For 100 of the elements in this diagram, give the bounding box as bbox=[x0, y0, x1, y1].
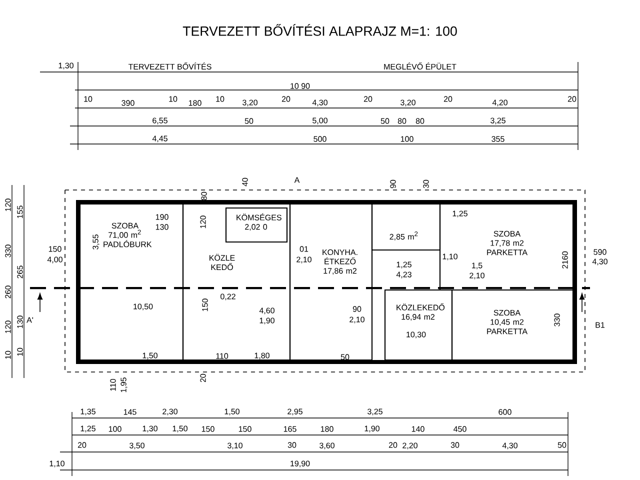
dimension-text: 1,25 bbox=[80, 426, 96, 432]
dimension-text: 30 bbox=[423, 180, 429, 188]
dimension-text: 2,10 bbox=[470, 272, 484, 280]
dimension-text: 590 bbox=[594, 249, 606, 255]
dimension-text: 390 bbox=[122, 100, 134, 106]
dimension-text: 2,10 bbox=[296, 256, 312, 264]
dimension-text: 1,50 bbox=[172, 426, 188, 432]
section-heading: TERVEZETT BŐVÍTÉS bbox=[128, 62, 212, 70]
dimension-text: 2160 bbox=[562, 251, 568, 268]
dimension-text: 4,30 bbox=[502, 442, 518, 450]
dimension-text: 165 bbox=[284, 426, 296, 432]
dimension-text: 140 bbox=[412, 426, 424, 432]
dimension-text: 10,30 bbox=[406, 332, 426, 338]
dimension-text: 10,50 bbox=[134, 304, 153, 310]
dimension-text: 145 bbox=[124, 409, 136, 415]
dimension-text: 01 bbox=[300, 246, 308, 252]
dimension-text: 110 bbox=[216, 353, 228, 359]
dimension-text: 1,5 bbox=[472, 262, 482, 270]
dimension-text: 10 bbox=[5, 350, 11, 359]
dimension-text: 1,30 bbox=[58, 62, 74, 70]
dimension-text: 10 bbox=[169, 96, 178, 102]
dimension-text: 330 bbox=[554, 314, 560, 326]
dimension-text: 3,25 bbox=[490, 118, 506, 124]
dimension-text: 40 bbox=[242, 178, 248, 186]
dimension-text: 30 bbox=[450, 442, 460, 448]
dimension-text: 2,10 bbox=[350, 316, 364, 324]
dimension-text: 130 bbox=[17, 316, 23, 328]
dimension-text: 150 bbox=[48, 246, 62, 252]
dimension-text: 500 bbox=[314, 136, 326, 142]
dimension-text: 1,35 bbox=[80, 408, 96, 416]
dimension-text: 260 bbox=[5, 286, 11, 298]
dimension-text: 1,30 bbox=[142, 426, 158, 432]
dimension-text: 180 bbox=[320, 426, 334, 432]
dimension-text: 3,55 bbox=[92, 234, 100, 250]
dimension-text: 2,95 bbox=[288, 408, 302, 416]
dimension-text: 4,23 bbox=[396, 272, 412, 278]
dimension-text: 6,55 bbox=[152, 118, 168, 124]
room: KÖMSÉGES 2,02 0 bbox=[225, 207, 288, 243]
dimension-text: 20 bbox=[78, 442, 86, 448]
dimension-text: 4,00 bbox=[47, 256, 62, 264]
dimension-text: 3,60 bbox=[320, 442, 334, 450]
dimension-text: 0,22 bbox=[220, 294, 236, 300]
dimension-text: 110 bbox=[110, 378, 116, 391]
dimension-text: 4,45 bbox=[152, 136, 168, 142]
dimension-text: 50 bbox=[558, 442, 566, 448]
dimension-text: 100 bbox=[108, 426, 122, 432]
dimension-text: 50 bbox=[380, 118, 390, 124]
dimension-text: 190 bbox=[156, 214, 168, 220]
dimension-text: 3,10 bbox=[228, 442, 242, 450]
dimension-text: 355 bbox=[492, 136, 504, 142]
dimension-text: 3,25 bbox=[368, 408, 382, 416]
dimension-text: 1,95 bbox=[120, 378, 128, 392]
dimension-text: 180 bbox=[188, 100, 202, 106]
dimension-text: 1,25 bbox=[396, 262, 412, 268]
dimension-text: 450 bbox=[454, 426, 466, 432]
dimension-text: 155 bbox=[17, 206, 23, 218]
dimension-text: 20 bbox=[568, 96, 576, 102]
dimension-text: 20 bbox=[388, 442, 398, 448]
dimension-text: 1,50 bbox=[142, 352, 158, 360]
dimension-text: 150 bbox=[238, 426, 252, 432]
dimension-text: 1,10 bbox=[50, 460, 64, 468]
dimension-text: 20 bbox=[364, 96, 372, 102]
dimension-text: 1,50 bbox=[224, 408, 240, 416]
dimension-text: 2,30 bbox=[162, 408, 178, 416]
dimension-text: 20 bbox=[282, 96, 290, 102]
dimension-text: 80 bbox=[398, 118, 406, 124]
section-mark: A' bbox=[26, 317, 34, 323]
dimension-text: 100 bbox=[400, 136, 414, 142]
dimension-text: 10 90 bbox=[290, 83, 310, 89]
dimension-text: 4,20 bbox=[492, 100, 508, 106]
dimension-text: 1,25 bbox=[452, 210, 468, 218]
dimension-text: 10 bbox=[216, 96, 224, 102]
dimension-text: 120 bbox=[200, 216, 206, 228]
dimension-text: 120 bbox=[5, 320, 11, 334]
dimension-text: 4,60 bbox=[259, 308, 274, 314]
dimension-text: 90 bbox=[390, 180, 396, 188]
dimension-text: 20 bbox=[200, 374, 206, 382]
room: 2,85 m$^{2}$ bbox=[371, 203, 441, 251]
dimension-text: 1,10 bbox=[442, 254, 458, 260]
dimension-text: 130 bbox=[156, 224, 168, 230]
dimension-text: 120 bbox=[5, 198, 11, 212]
dimension-text: 4,30 bbox=[312, 100, 328, 106]
dimension-text: 600 bbox=[498, 409, 512, 415]
dimension-text: 50 bbox=[244, 118, 254, 124]
title: TERVEZETT BŐVÍTÉSI ALAPRAJZ M=1: 100 bbox=[182, 24, 457, 36]
dimension-text: 265 bbox=[17, 266, 23, 278]
dimension-text: 3,50 bbox=[130, 442, 144, 450]
dimension-text: 80 bbox=[201, 192, 207, 200]
dimension-text: 1,90 bbox=[260, 318, 274, 324]
dimension-text: 20 bbox=[444, 96, 452, 102]
dimension-text: 2,20 bbox=[402, 442, 418, 450]
section-heading: MEGLÉVŐ ÉPÜLET bbox=[384, 62, 456, 70]
dimension-text: 10 bbox=[17, 348, 23, 356]
dimension-text: 10 bbox=[84, 96, 92, 102]
dimension-text: 19,90 bbox=[290, 460, 310, 468]
dimension-text: 1,90 bbox=[364, 426, 380, 432]
dimension-text: 330 bbox=[5, 244, 11, 258]
dimension-text: 3,20 bbox=[242, 100, 258, 106]
dimension-text: 90 bbox=[352, 306, 362, 312]
dimension-text: 1,80 bbox=[254, 352, 270, 360]
